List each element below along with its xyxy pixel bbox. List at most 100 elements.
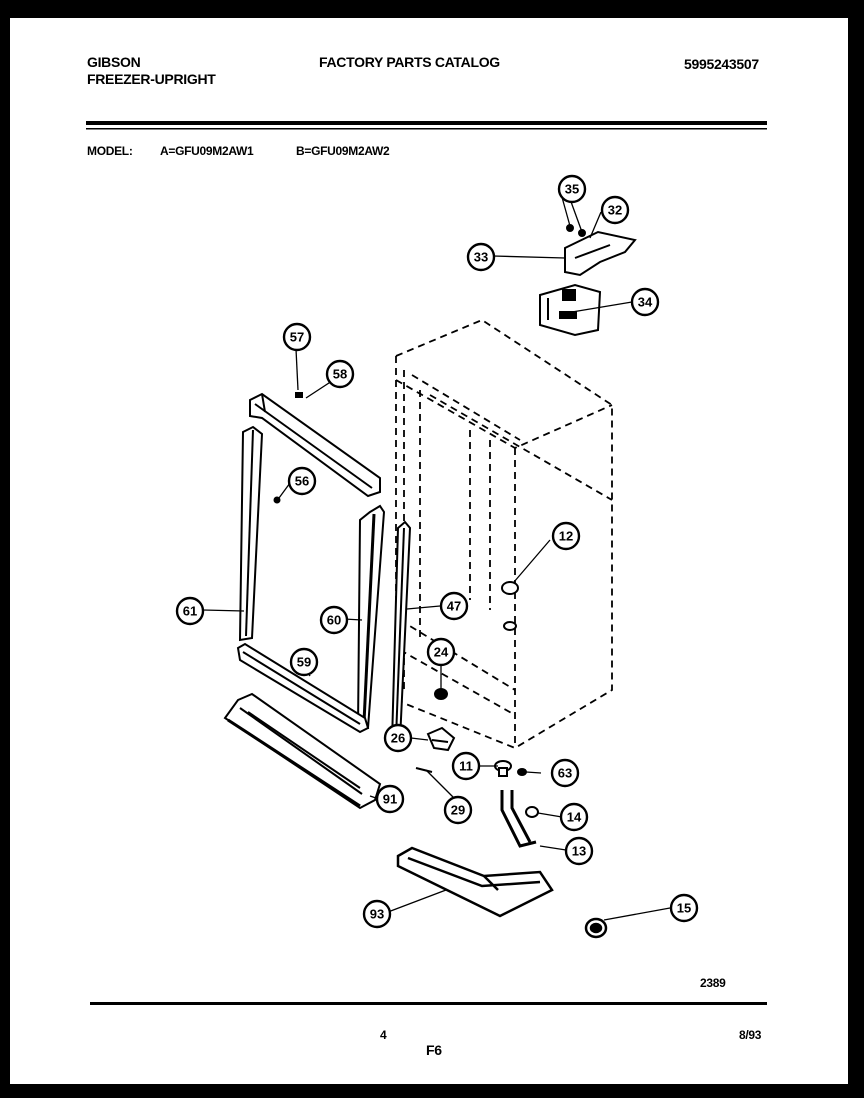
top-hinge-assembly	[539, 224, 637, 337]
leader-lines	[202, 189, 671, 921]
callout-circle	[557, 174, 587, 204]
drain-valve-11	[494, 760, 512, 777]
exploded-parts-diagram	[86, 121, 767, 1005]
callout-circle	[289, 647, 319, 677]
callout-circle	[383, 723, 413, 753]
screw-29	[415, 767, 433, 773]
footer-rule	[90, 1002, 767, 1005]
callout-label: 35	[565, 182, 579, 197]
callout-12: 12	[551, 521, 581, 551]
callout-circle	[466, 242, 496, 272]
callout-93: 93	[362, 899, 392, 929]
page-number: 4	[380, 1028, 387, 1042]
callout-circle	[319, 605, 349, 635]
callout-label: 13	[572, 844, 586, 859]
callout-34: 34	[630, 287, 660, 317]
callout-label: 15	[677, 901, 691, 916]
screw-56	[273, 496, 281, 504]
callout-label: 29	[451, 803, 465, 818]
callout-circle	[426, 637, 456, 667]
callout-circle	[630, 287, 660, 317]
callout-60: 60	[319, 605, 349, 635]
catalog-title: FACTORY PARTS CATALOG	[319, 54, 500, 70]
header-rule-thin	[86, 128, 767, 130]
callout-61: 61	[175, 596, 205, 626]
callout-32: 32	[600, 195, 630, 225]
callout-15: 15	[669, 893, 699, 923]
callout-circle	[282, 322, 312, 352]
callout-47: 47	[439, 591, 469, 621]
header-rule	[86, 121, 767, 125]
section-code: F6	[426, 1042, 442, 1058]
callout-label: 26	[391, 731, 405, 746]
callout-59: 59	[289, 647, 319, 677]
callout-11: 11	[451, 751, 481, 781]
callout-label: 47	[447, 599, 461, 614]
callout-26: 26	[383, 723, 413, 753]
plug-15	[584, 917, 608, 939]
drain-fitting-24	[434, 688, 448, 700]
callout-circle	[559, 802, 589, 832]
callout-label: 93	[370, 907, 384, 922]
drawing-number: 2389	[700, 976, 726, 990]
catalog-number: 5995243507	[684, 56, 759, 72]
callout-label: 57	[290, 330, 304, 345]
callout-14: 14	[559, 802, 589, 832]
callout-35: 35	[557, 174, 587, 204]
toe-grille	[223, 692, 382, 810]
callout-label: 91	[383, 792, 397, 807]
door-gasket-top	[249, 392, 381, 498]
door-gasket-bottom	[236, 642, 370, 734]
drain-tube-13	[500, 790, 537, 848]
callout-56: 56	[287, 466, 317, 496]
callout-91: 91	[375, 784, 405, 814]
callout-label: 33	[474, 250, 488, 265]
screw-63	[517, 768, 527, 776]
callout-label: 63	[558, 766, 572, 781]
callout-label: 32	[608, 203, 622, 218]
callout-circle	[443, 795, 473, 825]
callout-circle	[362, 899, 392, 929]
callout-circle	[287, 466, 317, 496]
callout-circle	[451, 751, 481, 781]
callout-label: 34	[638, 295, 653, 310]
callout-circle	[550, 758, 580, 788]
drain-pan-93	[396, 846, 554, 918]
revision-date: 8/93	[739, 1028, 762, 1042]
product-type: FREEZER-UPRIGHT	[87, 71, 216, 87]
callout-label: 60	[327, 613, 341, 628]
model-label: MODEL:	[87, 144, 133, 158]
callout-label: 12	[559, 529, 573, 544]
model-b: B=GFU09M2AW2	[296, 144, 390, 158]
catalog-sheet: GIBSON FREEZER-UPRIGHT FACTORY PARTS CAT…	[10, 18, 848, 1084]
door-gasket-left	[238, 425, 264, 642]
callout-57: 57	[282, 322, 312, 352]
callout-circle	[669, 893, 699, 923]
callout-circle	[439, 591, 469, 621]
callout-circle	[325, 359, 355, 389]
callout-circle	[175, 596, 205, 626]
screw-57	[295, 392, 303, 398]
callout-circle	[564, 836, 594, 866]
callout-13: 13	[564, 836, 594, 866]
thermostat-knob-12	[501, 581, 519, 631]
callout-58: 58	[325, 359, 355, 389]
model-a: A=GFU09M2AW1	[160, 144, 254, 158]
callout-bubbles: 35 32 33 34 57 58 56 12 61 60 47 24 59 26 11 63 91 29 14 13…	[175, 174, 699, 929]
brand-name: GIBSON	[87, 54, 141, 70]
callout-63: 63	[550, 758, 580, 788]
callout-24: 24	[426, 637, 456, 667]
callout-33: 33	[466, 242, 496, 272]
drain-trough-26	[426, 726, 456, 752]
callout-circle	[600, 195, 630, 225]
callout-label: 11	[459, 759, 473, 774]
callout-circle	[375, 784, 405, 814]
clamp-14	[525, 806, 539, 818]
callout-29: 29	[443, 795, 473, 825]
callout-label: 56	[295, 474, 309, 489]
door-gasket-right	[356, 504, 386, 729]
callout-label: 61	[183, 604, 197, 619]
callout-label: 14	[567, 810, 582, 825]
callout-label: 58	[333, 367, 347, 382]
callout-circle	[551, 521, 581, 551]
